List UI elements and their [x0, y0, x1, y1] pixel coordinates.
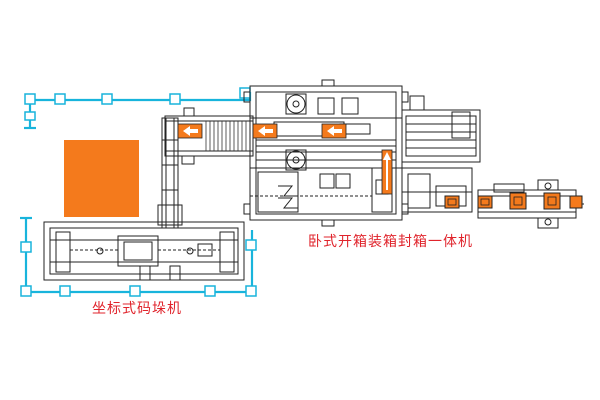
rollers [205, 121, 251, 151]
case-box-3 [509, 192, 527, 210]
case-box-1 [444, 195, 460, 209]
pallet-zone [64, 140, 139, 217]
case-packer-frame-outer [249, 85, 403, 221]
palletizer-label: 坐标式码垛机 [92, 301, 182, 317]
case-packer-label: 卧式开箱装箱封箱一体机 [308, 234, 473, 250]
flow-arrow-left-icon [321, 123, 347, 139]
roll-top [286, 94, 306, 114]
output-conveyor [477, 179, 584, 229]
product-box-inner [447, 196, 557, 206]
gantry-frame-outer [43, 221, 245, 281]
flow-arrow-up-icon [381, 149, 393, 195]
case-packer-frame-inner [255, 91, 397, 215]
fence-lower [24, 218, 254, 294]
case-box-5 [569, 195, 583, 209]
gantry-frame-inner [49, 227, 239, 275]
flow-arrows [177, 123, 393, 195]
case-packer [243, 79, 409, 227]
feed-conveyor-vertical [157, 117, 183, 229]
flow-arrow-left-icon [177, 123, 203, 139]
case-box-2 [477, 195, 493, 209]
palletizer-gantry [43, 221, 245, 281]
sealing-section [401, 95, 481, 213]
flow-arrow-left-icon [252, 123, 278, 139]
fence-posts [20, 87, 257, 297]
case-box-4 [543, 192, 561, 210]
roll-bottom [286, 150, 306, 170]
